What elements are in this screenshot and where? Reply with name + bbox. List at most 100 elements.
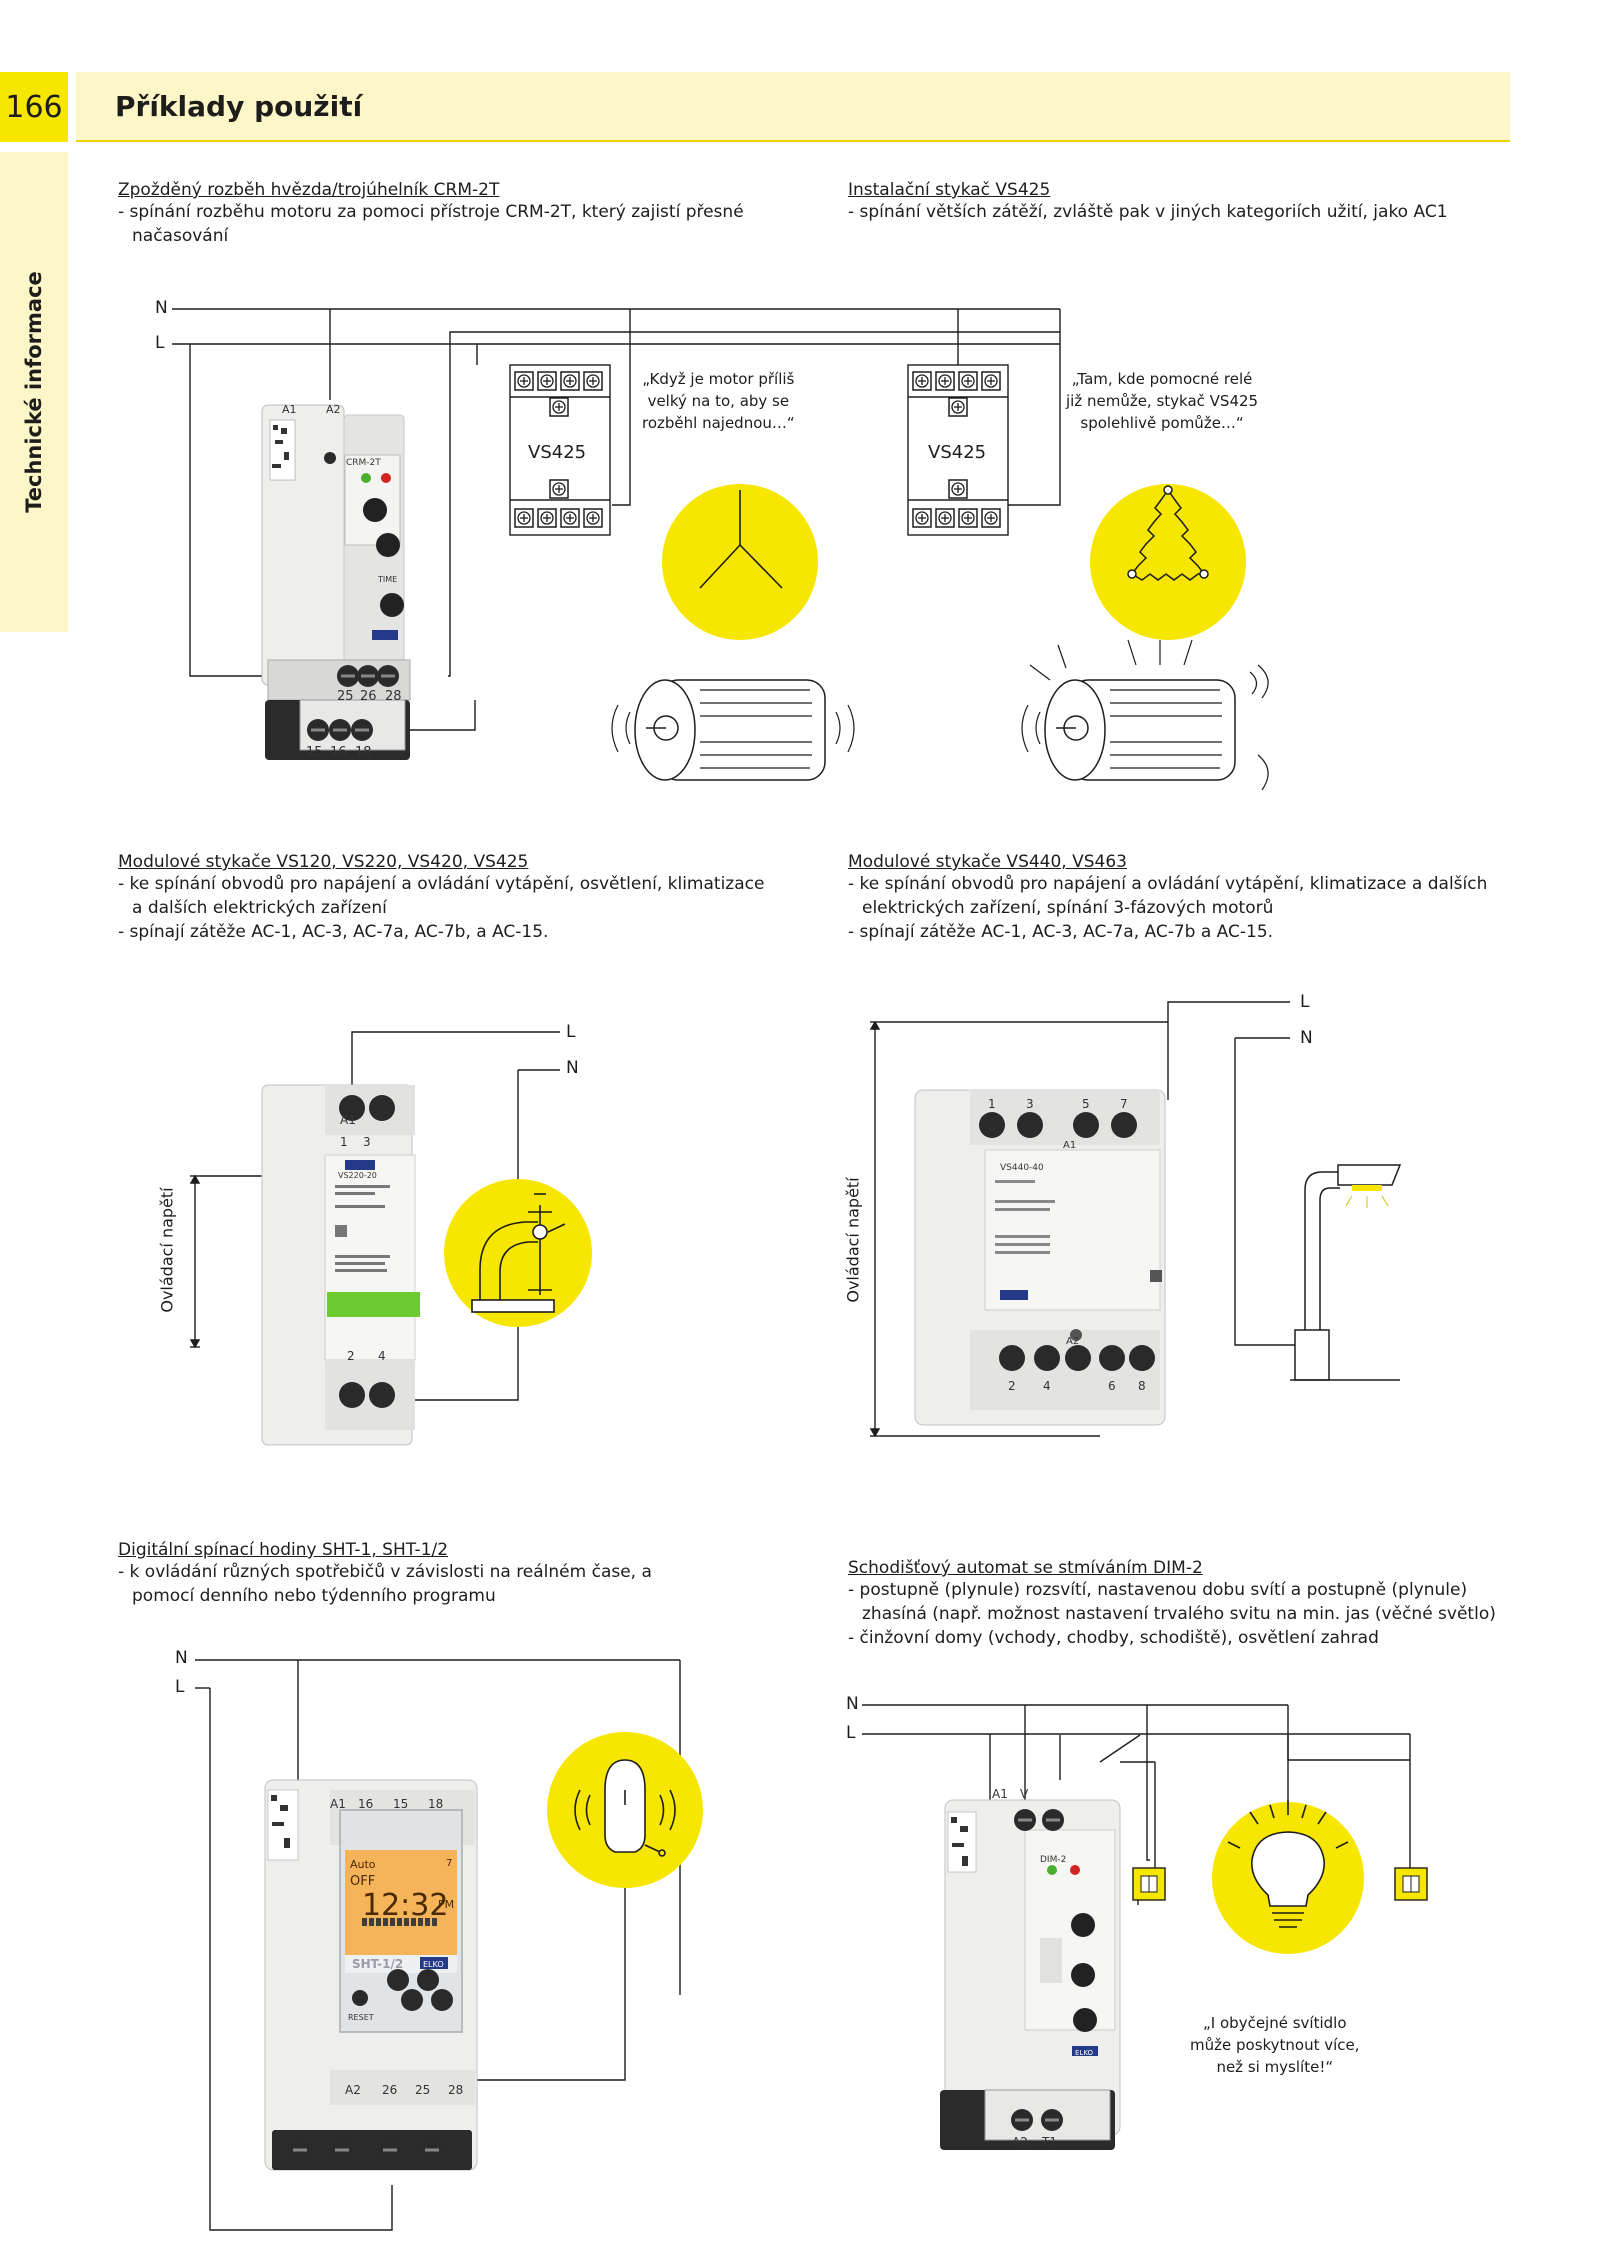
contactor-label: VS425 [528, 442, 586, 463]
lcd-time: 12:32 [362, 1888, 448, 1923]
device-model: SHT-1/2 [352, 1957, 403, 1971]
street-lamp-icon [1290, 1164, 1402, 1381]
terminal-label: 16 [358, 1797, 373, 1811]
terminal-label: 28 [448, 2083, 463, 2097]
terminal-label: A1 [340, 1113, 356, 1127]
push-button-icon [1132, 1867, 1166, 1901]
contactor-vs425-left [509, 364, 611, 536]
section-text: pomocí denního nebo týdenního programu [132, 1586, 496, 1606]
terminal-label: 3 [1026, 1097, 1034, 1111]
terminal-label: V [1020, 1787, 1029, 1801]
section-text: elektrických zařízení, spínání 3-fázovýc… [862, 898, 1274, 918]
section-title: Modulové stykače VS120, VS220, VS420, VS… [118, 852, 529, 872]
knob-label: TIME [377, 575, 397, 584]
device-sht [264, 1779, 478, 2171]
wire-label-n: N [1300, 1028, 1313, 1048]
device-model: VS220-20 [338, 1171, 377, 1180]
control-voltage-label: Ovládací napětí [843, 1177, 863, 1303]
header-bar [76, 72, 1510, 142]
wire-label-l: L [566, 1022, 576, 1042]
terminal-label: 5 [1082, 1097, 1090, 1111]
section-crm2t: Zpožděný rozběh hvězda/trojúhelník CRM-2… [118, 180, 744, 248]
diagram-dim [862, 1704, 1411, 1905]
terminal-label: 7 [1120, 1097, 1128, 1111]
terminal-label: 15 [306, 745, 323, 760]
terminal-label: 28 [385, 689, 402, 704]
wire-label-n: N [846, 1694, 859, 1714]
terminal-label: 2 [347, 1349, 355, 1363]
terminal-label: 1 [988, 1097, 996, 1111]
section-text: - ke spínání obvodů pro napájení a ovlád… [118, 874, 765, 894]
terminal-label: 3 [363, 1135, 371, 1149]
terminal-label: 25 [337, 689, 354, 704]
wire-label-l: L [155, 333, 165, 353]
push-button-icon [1394, 1867, 1428, 1901]
device-dim [940, 1799, 1121, 2150]
contactor-label: VS425 [928, 442, 986, 463]
terminal-label: 8 [1138, 1379, 1146, 1393]
section-title: Digitální spínací hodiny SHT-1, SHT-1/2 [118, 1540, 449, 1560]
terminal-label: A1 [330, 1797, 346, 1811]
section-title: Schodišťový automat se stmíváním DIM-2 [848, 1558, 1203, 1578]
device-model: CRM-2T [346, 458, 381, 468]
device-vs440 [914, 1089, 1166, 1426]
diagram-vs220 [189, 1031, 560, 1401]
contactor-vs425-right [907, 364, 1009, 536]
terminal-label: A1 [1063, 1140, 1076, 1151]
bell-icon [547, 1732, 703, 1888]
terminal-label: 16 [330, 745, 347, 760]
terminal-label: 26 [382, 2083, 397, 2097]
lcd-mode: Auto [350, 1858, 376, 1871]
brand-logo: ELKO [423, 1960, 444, 1969]
vs440-texts: 1 3 5 7 A1 VS440-40 A2 2 4 6 8 [988, 1097, 1146, 1393]
terminal-label: A1 [992, 1787, 1008, 1801]
lcd-state: OFF [350, 1874, 375, 1889]
device-crm2t [261, 404, 411, 760]
terminal-label: 4 [1043, 1379, 1051, 1393]
terminal-label: A2 [1012, 2135, 1028, 2149]
heating-icon [444, 1179, 592, 1327]
terminal-label: 26 [360, 689, 377, 704]
light-bulb-icon [1212, 1800, 1364, 1954]
section-modular2: Modulové stykače VS440, VS463 - ke spíná… [848, 852, 1487, 944]
section-vs425: Instalační stykač VS425 - spínání většíc… [848, 180, 1448, 224]
section-modular1: Modulové stykače VS120, VS220, VS420, VS… [118, 852, 764, 944]
section-text: - spínání větších zátěží, zvláště pak v … [848, 202, 1448, 222]
reset-label: RESET [348, 2013, 374, 2022]
terminal-label: 2 [1008, 1379, 1016, 1393]
section-text: - spínání rozběhu motoru za pomoci příst… [118, 202, 744, 222]
page-number: 166 [0, 72, 68, 142]
dim-texts: A1 V DIM-2 ELKO A2 T1 [992, 1787, 1094, 2149]
wire-label-n: N [155, 298, 168, 318]
section-text: - činžovní domy (vchody, chodby, schodiš… [848, 1628, 1379, 1648]
section-text: - spínají zátěže AC-1, AC-3, AC-7a, AC-7… [848, 922, 1274, 942]
section-text: - postupně (plynule) rozsvítí, nastaveno… [848, 1580, 1468, 1600]
motor-icon-spinning [1021, 639, 1269, 791]
sidebar [0, 152, 68, 632]
terminal-label: A2 [345, 2083, 361, 2097]
terminal-label: A2 [326, 403, 341, 416]
section-text: a dalších elektrických zařízení [132, 898, 387, 918]
terminal-label: 18 [355, 745, 372, 760]
vs220-texts: A1 1 3 VS220-20 2 4 [338, 1113, 386, 1363]
wire-label-l: L [846, 1723, 856, 1743]
wire-label-n: N [566, 1058, 579, 1078]
section-text: zhasíná (např. možnost nastavení trvaléh… [862, 1604, 1496, 1624]
terminal-label: 4 [378, 1349, 386, 1363]
terminal-label: 15 [393, 1797, 408, 1811]
section-sht: Digitální spínací hodiny SHT-1, SHT-1/2 … [118, 1540, 652, 1608]
wire-label-l: L [175, 1677, 185, 1697]
sht-texts: A1 16 15 18 Auto 7 OFF 12:32 PM SHT-1/2 … [330, 1797, 463, 2097]
device-vs220 [261, 1084, 420, 1446]
section-dim: Schodišťový automat se stmíváním DIM-2 -… [848, 1558, 1496, 1650]
terminal-label: 25 [415, 2083, 430, 2097]
section-title: Instalační stykač VS425 [848, 180, 1051, 200]
terminal-label: 1 [340, 1135, 348, 1149]
crm2t-texts: A1 A2 CRM-2T TIME 25 26 28 15 16 18 [282, 403, 402, 760]
section-text: - ke spínání obvodů pro napájení a ovlád… [848, 874, 1488, 894]
wire-label-n: N [175, 1648, 188, 1668]
